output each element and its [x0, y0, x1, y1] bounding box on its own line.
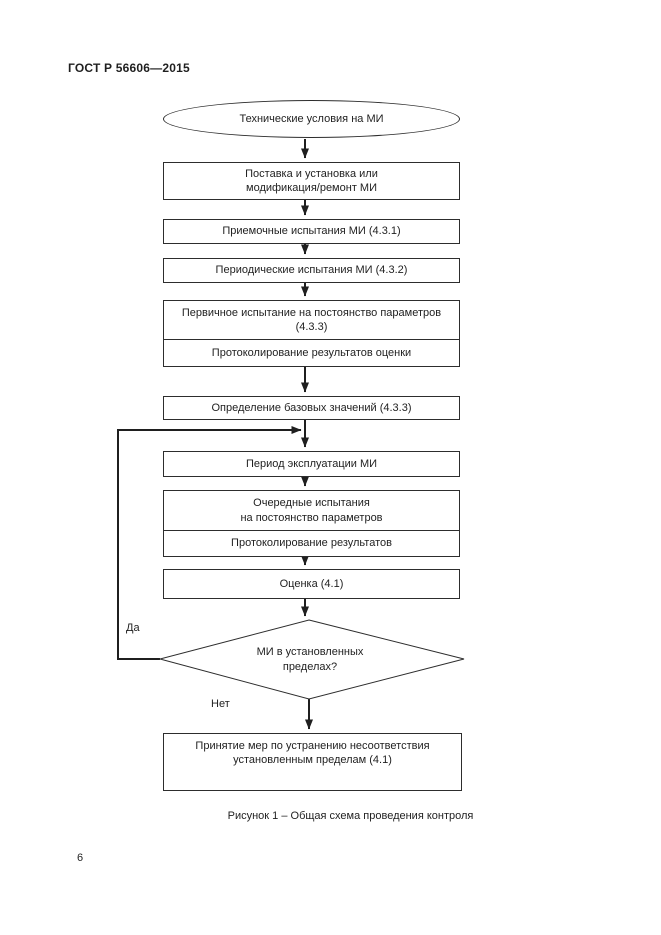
- node-primary-test-group: Первичное испытание на постоянство парам…: [163, 300, 460, 367]
- node-regular-logging: Протоколирование результатов: [231, 537, 392, 550]
- node-primary-test: Первичное испытание на постоянство парам…: [164, 301, 459, 340]
- edge-label-no: Нет: [211, 698, 230, 710]
- node-primary-logging: Протоколирование результатов оценки: [211, 346, 412, 359]
- figure-caption: Рисунок 1 – Общая схема проведения контр…: [227, 810, 474, 822]
- page-number: 6: [77, 852, 84, 864]
- document-header: ГОСТ Р 56606—2015: [68, 61, 190, 75]
- node-baseline-values: Определение базовых значений (4.3.3): [163, 396, 460, 420]
- node-corrective-actions: Принятие мер по устранению несоответстви…: [163, 733, 462, 791]
- node-start-terminator: Технические условия на МИ: [163, 100, 460, 138]
- node-decision-label: МИ в установленных пределах?: [256, 646, 364, 673]
- node-periodic-tests: Периодические испытания МИ (4.3.2): [163, 258, 460, 283]
- node-regular-test-group: Очередные испытания на постоянство парам…: [163, 490, 460, 557]
- node-regular-test: Очередные испытания на постоянство парам…: [164, 491, 459, 531]
- arrow-feedback-yes: [117, 426, 302, 660]
- node-acceptance-tests: Приемочные испытания МИ (4.3.1): [163, 219, 460, 244]
- node-operation-period: Период эксплуатации МИ: [163, 451, 460, 477]
- node-supply-install: Поставка и установка или модификация/рем…: [163, 162, 460, 200]
- edge-label-yes: Да: [126, 622, 140, 634]
- node-evaluation: Оценка (4.1): [163, 569, 460, 599]
- decision-diamond-shape: [158, 619, 465, 700]
